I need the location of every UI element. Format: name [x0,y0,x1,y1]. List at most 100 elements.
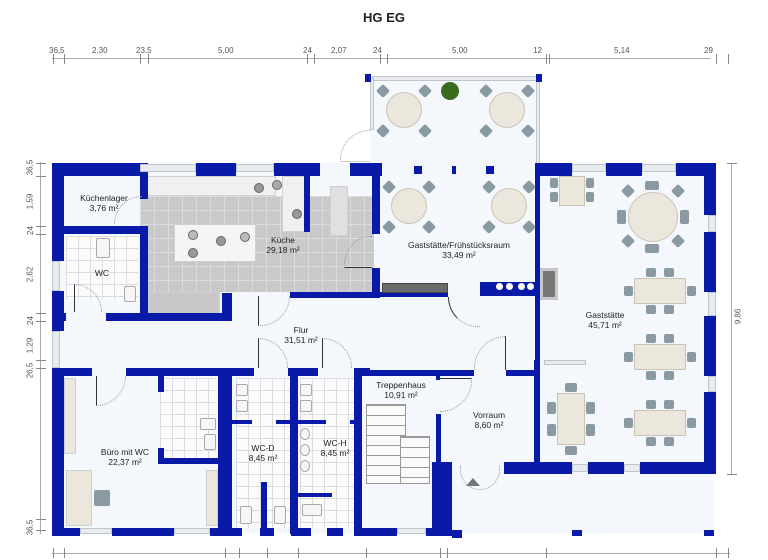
wall-bottom-right3 [640,462,716,474]
dim-top-0: 36,5 [49,46,65,55]
room-area: 8,45 m² [248,453,278,463]
round-table-terrace-2 [489,92,525,128]
chair-icon [547,402,556,414]
dim-top-8: 12 [533,46,542,55]
dim-top-3: 5,00 [218,46,234,55]
chair-icon [687,418,696,428]
shelf [64,378,76,454]
staircase-landing [400,436,430,484]
pot-icon [188,230,198,240]
dim-top-1: 2,30 [92,46,108,55]
room-area: 29,18 m² [266,245,300,255]
pan-icon [254,183,264,193]
dim-left-2: 24 [25,226,35,235]
pan-icon [216,236,226,246]
chair-icon [624,418,633,428]
chair-icon [550,178,558,188]
room-wc: WC [80,268,124,278]
chair-icon [624,286,633,296]
table-6-seat-vertical [557,393,585,445]
wall-gast-bottom [380,292,448,297]
window [572,464,588,472]
room-area: 22,37 m² [108,457,142,467]
wall-left-3 [52,368,64,534]
wall-bottom-1 [52,528,80,536]
room-vorraum: Vorraum 8,60 m² [454,410,524,430]
pillar [486,166,494,174]
wall-wcd-right [290,368,298,534]
wall-right-3 [704,316,716,376]
wall-flur-bottom [52,368,92,376]
sink-icon [204,434,216,450]
pan-icon [188,248,198,258]
dim-left-6: 26,5 [25,362,35,379]
round-table-fruehstueck-2 [491,188,527,224]
chair-icon [565,446,577,455]
window [80,528,112,534]
chair-icon [664,334,674,343]
sink-icon [124,286,136,302]
dim-left-3: 2,62 [25,266,35,283]
wall-left-2 [52,291,64,331]
room-name: Vorraum [472,410,506,420]
wall-bottom-6 [327,528,343,536]
plant-shelf [206,470,218,526]
room-name: Gaststätte [585,310,625,320]
window [236,164,274,172]
wall-right-2 [704,232,716,292]
dim-top-4: 24 [303,46,312,55]
door-terrace[interactable] [340,130,370,162]
wall-top-right [536,163,572,176]
chair-icon [586,178,594,188]
room-name: Treppenhaus [376,380,426,390]
kitchen-counter-side [282,176,306,232]
chair-icon [687,352,696,362]
burner-icon [518,283,525,290]
office-chair-icon [94,490,110,506]
wall-wcd-inner [232,420,252,424]
wall-left-1 [52,163,64,261]
room-gaststaette: Gaststätte 45,71 m² [570,310,640,330]
terrace-rail-left [370,78,374,130]
room-name: WC-H [323,438,347,448]
wall-gast-divider [535,163,540,463]
window [174,528,210,534]
chair-icon [565,383,577,392]
window [544,360,586,365]
dim-left-4: 24 [25,316,35,325]
wall-flur-bottom3 [288,368,318,376]
wall-kitchen-bottom3 [290,292,380,298]
dim-left-7: 36,5 [25,519,35,536]
wall-wcd-divider [261,482,267,532]
dim-left-5: 1,29 [25,337,35,354]
table-4-seat [559,176,585,206]
chair-icon [586,192,594,202]
room-name: Flur [293,325,309,335]
dim-right-0: 9,86 [733,308,743,325]
room-wc-d: WC-D 8,45 m² [238,443,288,463]
pot-icon [272,180,282,190]
room-flur: Flur 31,51 m² [266,325,336,345]
dim-left-1: 1,59 [25,193,35,210]
toilet-icon [302,504,322,516]
wall-treppe-right [436,414,441,466]
sink-icon [300,400,312,412]
dim-top-10: 29 [704,46,713,55]
wall-wc-bottom [52,313,66,321]
urinal-icon [300,444,310,456]
round-table-8-seat [628,192,678,242]
round-table-fruehstueck-1 [391,188,427,224]
staircase [366,404,406,484]
chair-icon [586,424,595,436]
urinal-icon [300,460,310,472]
wall-bottom-right [530,462,572,474]
chair-icon [664,305,674,314]
wall-kuechenlager-bottom [52,226,144,234]
kitchen-island [174,224,256,262]
window [52,261,60,291]
window [708,376,716,392]
chair-icon [646,371,656,380]
chair-icon [586,402,595,414]
wall-flur-bottom2 [126,368,254,376]
sink-icon [236,400,248,412]
